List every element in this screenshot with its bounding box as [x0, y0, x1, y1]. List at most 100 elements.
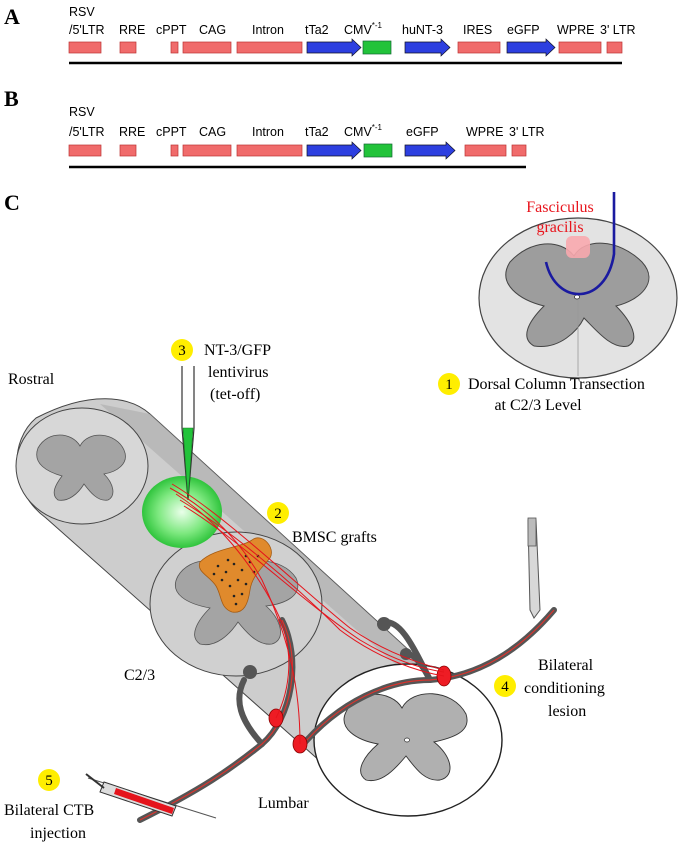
construct-a-cmv-text: CMV — [344, 23, 372, 37]
a-rre-block — [119, 41, 137, 54]
a-cmv-block — [362, 40, 392, 55]
step-1-badge — [438, 373, 460, 395]
step-5-badge — [38, 769, 60, 791]
a-5ltr-block — [68, 41, 102, 54]
transection-blade-path — [544, 192, 616, 296]
a-cag-block — [182, 41, 232, 54]
construct-b-label-cmv: CMV*-1 — [344, 123, 383, 139]
construct-b-label-intron: Intron — [252, 125, 284, 139]
construct-b-label-5ltr: /5'LTR — [69, 125, 105, 139]
rostral-label: Rostral — [8, 371, 55, 388]
regenerating-axons — [169, 483, 445, 745]
b-5ltr-block — [68, 144, 102, 157]
forceps-grip — [527, 517, 537, 547]
construct-a-cmv-sup: *-1 — [372, 21, 383, 30]
step-3-line1: NT-3/GFP — [204, 342, 271, 359]
a-intron-block — [236, 41, 303, 54]
construct-a-label-egfp: eGFP — [507, 23, 540, 37]
b-egfp-arrow — [404, 141, 456, 160]
a-hunt3-arrow — [404, 38, 451, 57]
spinal-cord-cross-section: Fasciculus gracilis — [478, 192, 678, 379]
a-cppt-block — [170, 41, 179, 54]
panel-c-letter: C — [4, 190, 20, 215]
step-1-line1: Dorsal Column Transection — [468, 376, 645, 393]
construct-b-label-egfp: eGFP — [406, 125, 439, 139]
b-3ltr-block — [511, 144, 527, 157]
fasciculus-label-line1: Fasciculus — [526, 199, 594, 216]
construct-a-label-5ltr: /5'LTR — [69, 23, 105, 37]
construct-b-label-cppt: cPPT — [156, 125, 187, 139]
construct-b-cmv-text: CMV — [344, 125, 372, 139]
construct-b-label-3ltr: 3' LTR — [509, 125, 545, 139]
construct-a-label-cppt: cPPT — [156, 23, 187, 37]
step-4-line1: Bilateral — [538, 657, 594, 674]
spinal-cord-cylinder — [15, 398, 503, 817]
step-3-line3: (tet-off) — [210, 386, 260, 403]
step-5-line1: Bilateral CTB — [4, 802, 94, 819]
step-5-line2: injection — [30, 825, 86, 842]
c23-label: C2/3 — [124, 667, 155, 684]
b-cppt-block — [170, 144, 179, 157]
panel-a-letter: A — [4, 4, 20, 29]
drg-neuron-1 — [377, 617, 391, 631]
construct-b-rsv-label: RSV — [69, 105, 95, 119]
b-intron-block — [236, 144, 303, 157]
step-2-number: 2 — [274, 506, 282, 522]
construct-b: RSV /5'LTR RRE cPPT CAG Intron tTa2 CMV*… — [68, 105, 545, 169]
central-canal — [574, 294, 580, 300]
rostral-gray-matter — [36, 434, 126, 501]
step-1-line2: at C2/3 Level — [494, 397, 582, 414]
forceps-icon — [527, 517, 541, 619]
construct-b-label-wpre: WPRE — [466, 125, 504, 139]
construct-b-cmv-sup: *-1 — [372, 123, 383, 132]
construct-a-label-rre: RRE — [119, 23, 145, 37]
b-cag-block — [182, 144, 232, 157]
construct-a-label-wpre: WPRE — [557, 23, 595, 37]
fasciculus-gracilis-highlight — [566, 236, 590, 258]
construct-a-label-3ltr: 3' LTR — [600, 23, 636, 37]
construct-a-label-ires: IRES — [463, 23, 492, 37]
step-2-badge — [267, 502, 289, 524]
construct-b-label-rre: RRE — [119, 125, 145, 139]
step-4-line2: conditioning — [524, 680, 605, 697]
syringe-plunger — [85, 773, 105, 789]
construct-a: RSV /5'LTR RRE cPPT CAG Intron tTa2 CMV*… — [68, 5, 636, 65]
construct-a-label-cag: CAG — [199, 23, 226, 37]
a-egfp-arrow — [506, 38, 556, 57]
construct-b-label-cag: CAG — [199, 125, 226, 139]
construct-a-label-cmv: CMV*-1 — [344, 21, 383, 37]
step-4-number: 4 — [501, 679, 509, 695]
a-tta2-arrow — [306, 38, 362, 57]
pipette-fluid — [182, 427, 194, 501]
step-1-number: 1 — [445, 377, 453, 393]
lumbar-nerve-branch — [236, 677, 265, 747]
a-3ltr-block — [606, 41, 623, 54]
step-5-number: 5 — [45, 773, 53, 789]
b-cmv-block — [363, 143, 393, 158]
lumbar-label: Lumbar — [258, 795, 309, 812]
step-5-annotation: 5 Bilateral CTB injection — [4, 769, 94, 842]
virus-expression-zone — [142, 476, 222, 548]
step-3-number: 3 — [178, 343, 186, 359]
lumbar-central-canal — [404, 737, 410, 743]
pipette-icon — [181, 366, 195, 501]
peripheral-nerve-red-core — [139, 609, 555, 821]
step-4-line3: lesion — [548, 703, 586, 720]
step-3-annotation: 3 NT-3/GFP lentivirus (tet-off) — [171, 339, 271, 403]
syringe-icon — [85, 773, 217, 819]
construct-a-label-tta2: tTa2 — [305, 23, 329, 37]
construct-a-label-hunt3: huNT-3 — [402, 23, 443, 37]
b-wpre-block — [464, 144, 507, 157]
a-wpre-block — [558, 41, 602, 54]
step-4-badge — [494, 675, 516, 697]
step-4-annotation: 4 Bilateral conditioning lesion — [494, 657, 605, 720]
construct-a-label-intron: Intron — [252, 23, 284, 37]
step-2-annotation: 2 BMSC grafts — [267, 502, 377, 546]
drg-neuron-2 — [400, 648, 412, 660]
step-2-label: BMSC grafts — [292, 529, 377, 546]
step-3-line2: lentivirus — [208, 364, 268, 381]
step-1-annotation: 1 Dorsal Column Transection at C2/3 Leve… — [438, 373, 645, 414]
b-rre-block — [119, 144, 137, 157]
b-tta2-arrow — [306, 141, 362, 160]
